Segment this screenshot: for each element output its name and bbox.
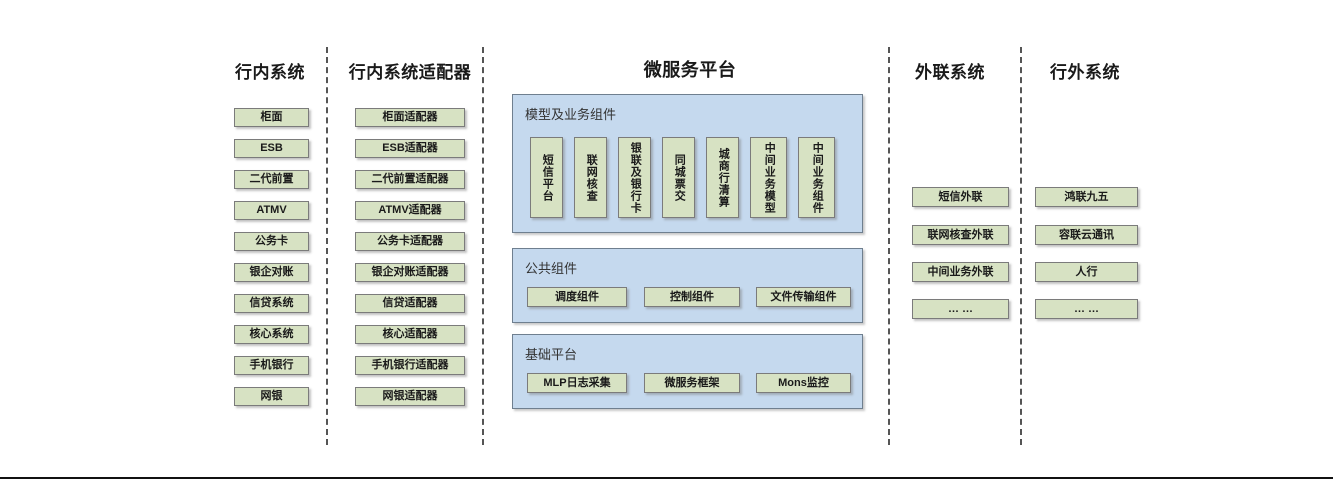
internal-system-box[interactable]: 二代前置	[234, 170, 309, 189]
internal-adapter-box[interactable]: 银企对账适配器	[355, 263, 465, 282]
model-component-label: 同城票交	[673, 153, 686, 202]
column-title-internal-systems: 行内系统	[235, 63, 305, 82]
external-liaison-box[interactable]: … …	[912, 299, 1009, 319]
internal-adapter-box[interactable]: ESB适配器	[355, 139, 465, 158]
internal-system-box[interactable]: 银企对账	[234, 263, 309, 282]
model-component-box[interactable]: 同城票交	[662, 137, 695, 218]
public-component-box[interactable]: 文件传输组件	[756, 287, 851, 307]
model-component-box[interactable]: 联网核查	[574, 137, 607, 218]
public-component-box[interactable]: 调度组件	[527, 287, 627, 307]
internal-system-box[interactable]: 核心系统	[234, 325, 309, 344]
model-component-label: 短信平台	[541, 153, 554, 202]
model-component-box[interactable]: 中间业务组件	[798, 137, 835, 218]
separator-3	[888, 47, 890, 445]
internal-system-box[interactable]: ESB	[234, 139, 309, 158]
panel-title-model-and-business-components: 模型及业务组件	[525, 107, 617, 122]
bottom-divider	[0, 477, 1333, 479]
internal-system-box[interactable]: 网银	[234, 387, 309, 406]
panel-public-components: 公共组件	[512, 248, 863, 323]
internal-adapter-box[interactable]: 信贷适配器	[355, 294, 465, 313]
internal-adapter-box[interactable]: ATMV适配器	[355, 201, 465, 220]
internal-system-box[interactable]: 公务卡	[234, 232, 309, 251]
internal-adapter-box[interactable]: 公务卡适配器	[355, 232, 465, 251]
basic-platform-box[interactable]: Mons监控	[756, 373, 851, 393]
panel-title-public-components: 公共组件	[525, 261, 578, 276]
external-liaison-box[interactable]: 联网核查外联	[912, 225, 1009, 245]
outside-bank-box[interactable]: 鸿联九五	[1035, 187, 1138, 207]
outside-bank-box[interactable]: 容联云通讯	[1035, 225, 1138, 245]
internal-adapter-box[interactable]: 柜面适配器	[355, 108, 465, 127]
model-component-label: 联网核查	[585, 153, 598, 202]
basic-platform-box[interactable]: 微服务框架	[644, 373, 740, 393]
model-component-box[interactable]: 城商行清算	[706, 137, 739, 218]
model-component-label: 银联及银行卡	[629, 141, 642, 214]
model-component-box[interactable]: 中间业务模型	[750, 137, 787, 218]
internal-adapter-box[interactable]: 核心适配器	[355, 325, 465, 344]
model-component-box[interactable]: 银联及银行卡	[618, 137, 651, 218]
model-component-label: 城商行清算	[717, 147, 730, 208]
internal-adapter-box[interactable]: 网银适配器	[355, 387, 465, 406]
outside-bank-box[interactable]: … …	[1035, 299, 1138, 319]
internal-system-box[interactable]: 柜面	[234, 108, 309, 127]
internal-system-box[interactable]: 信贷系统	[234, 294, 309, 313]
model-component-label: 中间业务组件	[811, 141, 824, 214]
external-liaison-box[interactable]: 短信外联	[912, 187, 1009, 207]
separator-1	[326, 47, 328, 445]
column-title-external-liaison-systems: 外联系统	[915, 63, 985, 82]
basic-platform-box[interactable]: MLP日志采集	[527, 373, 627, 393]
outside-bank-box[interactable]: 人行	[1035, 262, 1138, 282]
internal-adapter-box[interactable]: 手机银行适配器	[355, 356, 465, 375]
internal-system-box[interactable]: ATMV	[234, 201, 309, 220]
separator-4	[1020, 47, 1022, 445]
model-component-label: 中间业务模型	[763, 141, 776, 214]
title-microservice-platform: 微服务平台	[643, 60, 737, 80]
external-liaison-box[interactable]: 中间业务外联	[912, 262, 1009, 282]
panel-basic-platform: 基础平台	[512, 334, 863, 409]
internal-adapter-box[interactable]: 二代前置适配器	[355, 170, 465, 189]
internal-system-box[interactable]: 手机银行	[234, 356, 309, 375]
separator-2	[482, 47, 484, 445]
column-title-outside-bank-systems: 行外系统	[1050, 63, 1120, 82]
public-component-box[interactable]: 控制组件	[644, 287, 740, 307]
panel-title-basic-platform: 基础平台	[525, 347, 578, 362]
column-title-internal-system-adapters: 行内系统适配器	[348, 63, 472, 82]
model-component-box[interactable]: 短信平台	[530, 137, 563, 218]
